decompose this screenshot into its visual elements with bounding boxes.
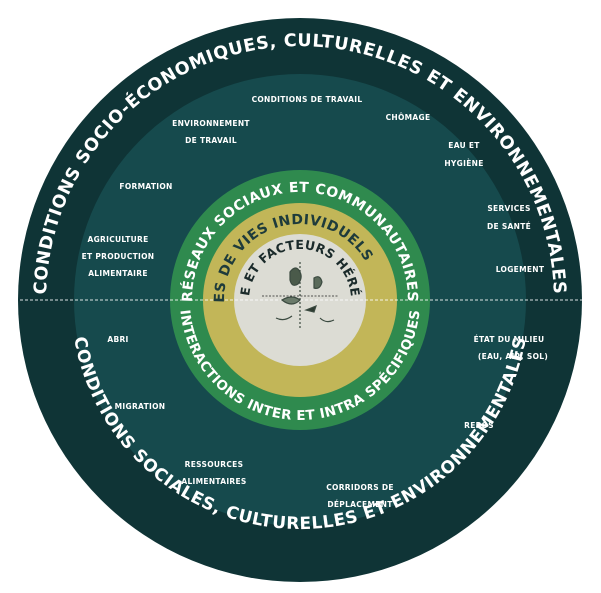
label-conditions-de-travail: CONDITIONS DE TRAVAIL (252, 95, 363, 104)
label-abri: ABRI (107, 335, 128, 344)
label-environnement-de-travail-2: DE TRAVAIL (185, 136, 237, 145)
label-ressources-alimentaires-1: RESSOURCES (185, 460, 244, 469)
label-corridors-1: CORRIDORS DE (326, 483, 394, 492)
label-environnement-de-travail-1: ENVIRONNEMENT (172, 119, 250, 128)
label-migration: MIGRATION (115, 402, 166, 411)
label-etat-du-milieu-2: (EAU, AIR, SOL) (478, 352, 548, 361)
label-eau-et-hygiene-2: HYGIÈNE (444, 159, 483, 168)
label-agriculture-3: ALIMENTAIRE (88, 269, 148, 278)
label-eau-et-hygiene-1: EAU ET (448, 141, 480, 150)
label-chomage: CHÔMAGE (386, 113, 431, 122)
label-corridors-2: DÉPLACEMENT (327, 500, 393, 509)
label-services-de-sante-2: DE SANTÉ (487, 222, 531, 231)
label-services-de-sante-1: SERVICES (487, 204, 530, 213)
label-etat-du-milieu-1: ÉTAT DU MILIEU (474, 335, 545, 344)
determinant-labels: CONDITIONS DE TRAVAIL ENVIRONNEMENT DE T… (82, 95, 548, 509)
label-ressources-alimentaires-2: ALIMENTAIRES (181, 477, 246, 486)
label-formation: FORMATION (119, 182, 172, 191)
wildlife-illustration-icon (262, 262, 338, 330)
label-agriculture-2: ET PRODUCTION (82, 252, 155, 261)
label-repos: REPOS (464, 421, 494, 430)
label-agriculture-1: AGRICULTURE (87, 235, 148, 244)
label-logement: LOGEMENT (496, 265, 545, 274)
